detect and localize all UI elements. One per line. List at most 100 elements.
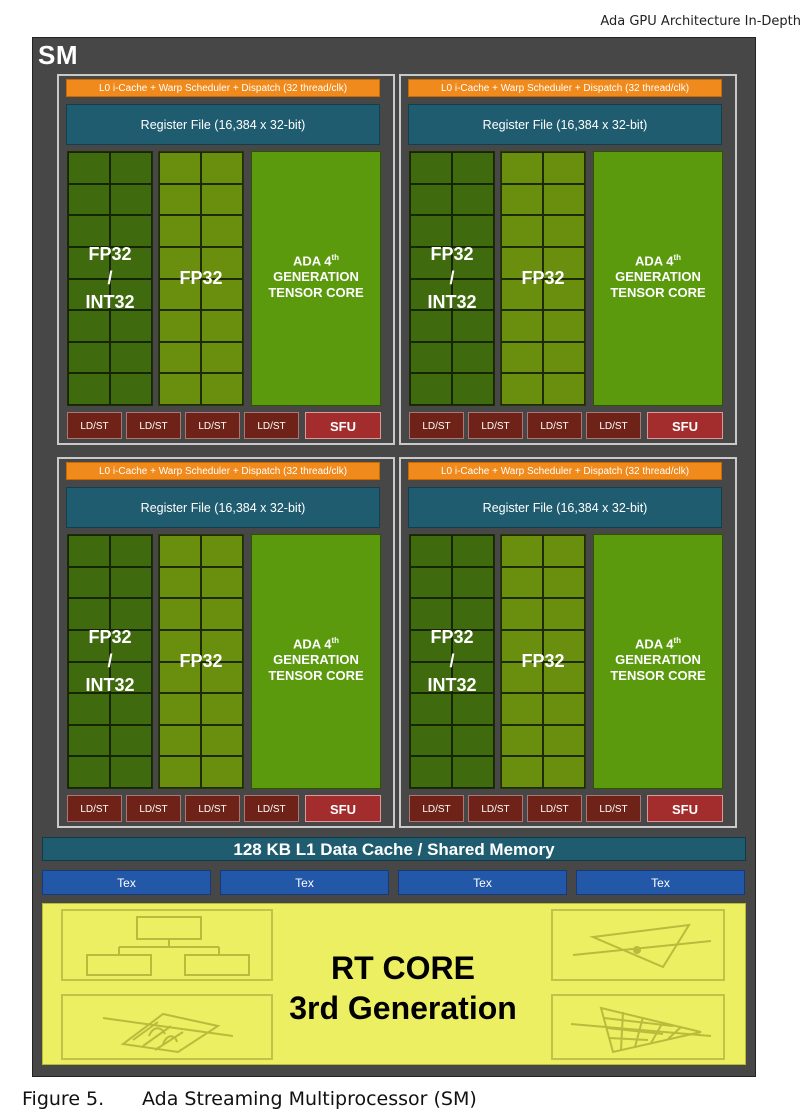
core-cell bbox=[201, 535, 243, 567]
header-note: Ada GPU Architecture In-Depth bbox=[600, 14, 801, 29]
core-cell bbox=[452, 152, 494, 184]
core-cell bbox=[159, 373, 201, 405]
box-intersection-icon bbox=[102, 1012, 234, 1054]
core-cell bbox=[68, 661, 110, 694]
core-cell bbox=[159, 341, 201, 374]
core-cell bbox=[110, 341, 152, 374]
core-cell bbox=[110, 310, 152, 342]
core-cell bbox=[501, 598, 543, 630]
core-cell bbox=[452, 183, 494, 216]
fp32-cores bbox=[500, 534, 586, 789]
core-cell bbox=[501, 629, 543, 662]
core-cell bbox=[543, 724, 585, 757]
core-cell bbox=[543, 246, 585, 279]
core-cell bbox=[110, 598, 152, 630]
core-cell bbox=[201, 183, 243, 216]
core-cell bbox=[110, 373, 152, 405]
core-cell bbox=[410, 598, 452, 630]
core-cell bbox=[159, 693, 201, 725]
bvh-tree-panel bbox=[61, 909, 273, 981]
ld-st-unit: LD/ST bbox=[468, 795, 523, 822]
core-cell bbox=[68, 341, 110, 374]
core-cell bbox=[452, 756, 494, 788]
core-cell bbox=[410, 246, 452, 279]
core-cell bbox=[68, 598, 110, 630]
ray-box-panel bbox=[551, 909, 725, 981]
figure-label: Figure 5. bbox=[22, 1088, 105, 1110]
core-cell bbox=[110, 661, 152, 694]
core-cell bbox=[159, 278, 201, 311]
core-cell bbox=[543, 278, 585, 311]
core-cell bbox=[68, 724, 110, 757]
ld-st-unit: LD/ST bbox=[468, 412, 523, 439]
core-cell bbox=[159, 629, 201, 662]
core-cell bbox=[452, 278, 494, 311]
sfu-unit: SFU bbox=[305, 412, 381, 439]
core-cell bbox=[452, 341, 494, 374]
warp-scheduler: L0 i-Cache + Warp Scheduler + Dispatch (… bbox=[408, 79, 722, 97]
core-cell bbox=[201, 598, 243, 630]
register-file: Register File (16,384 x 32-bit) bbox=[66, 487, 380, 528]
triangle-mesh-panel bbox=[551, 994, 725, 1060]
core-cell bbox=[501, 756, 543, 788]
core-cell bbox=[68, 152, 110, 184]
core-cell bbox=[410, 341, 452, 374]
core-cell bbox=[410, 183, 452, 216]
core-cell bbox=[159, 310, 201, 342]
fp32-label: FP32 bbox=[521, 268, 565, 288]
core-cell bbox=[501, 693, 543, 725]
core-cell bbox=[110, 215, 152, 247]
core-cell bbox=[68, 535, 110, 567]
core-cell bbox=[110, 693, 152, 725]
core-cell bbox=[543, 629, 585, 662]
core-cell bbox=[452, 566, 494, 599]
fp32-int32-cores bbox=[409, 534, 495, 789]
core-cell bbox=[452, 215, 494, 247]
core-cell bbox=[410, 661, 452, 694]
core-cell bbox=[501, 310, 543, 342]
core-cell bbox=[410, 152, 452, 184]
core-cell bbox=[543, 756, 585, 788]
core-cell bbox=[110, 566, 152, 599]
ld-st-unit: LD/ST bbox=[527, 795, 582, 822]
processing-block-1: L0 i-Cache + Warp Scheduler + Dispatch (… bbox=[57, 74, 395, 445]
fp32-label: FP32 bbox=[179, 651, 223, 671]
core-cell bbox=[410, 756, 452, 788]
core-cell bbox=[201, 246, 243, 279]
fp32-label: FP32 bbox=[521, 651, 565, 671]
core-cell bbox=[159, 215, 201, 247]
core-cell bbox=[501, 535, 543, 567]
fp32-int32-label: FP32 / INT32 bbox=[85, 627, 135, 695]
core-cell bbox=[201, 566, 243, 599]
core-cell bbox=[452, 724, 494, 757]
core-cell bbox=[452, 693, 494, 725]
core-cell bbox=[159, 724, 201, 757]
core-cell bbox=[110, 246, 152, 279]
ld-st-unit: LD/ST bbox=[244, 412, 299, 439]
ld-st-unit: LD/ST bbox=[126, 412, 181, 439]
core-cell bbox=[543, 598, 585, 630]
core-cell bbox=[501, 341, 543, 374]
tex-unit: Tex bbox=[398, 870, 567, 895]
core-cell bbox=[452, 246, 494, 279]
core-cell bbox=[543, 215, 585, 247]
core-cell bbox=[452, 373, 494, 405]
core-cell bbox=[159, 535, 201, 567]
tensor-core: ADA 4th GENERATION TENSOR CORE bbox=[593, 151, 723, 406]
core-cell bbox=[68, 278, 110, 311]
core-cell bbox=[110, 629, 152, 662]
core-cell bbox=[410, 310, 452, 342]
tensor-core-label: ADA 4th GENERATION TENSOR CORE bbox=[268, 636, 364, 684]
core-cell bbox=[543, 183, 585, 216]
tex-unit: Tex bbox=[220, 870, 389, 895]
fp32-cores bbox=[158, 534, 244, 789]
core-cell bbox=[159, 566, 201, 599]
core-cell bbox=[543, 566, 585, 599]
core-cell bbox=[201, 661, 243, 694]
register-file: Register File (16,384 x 32-bit) bbox=[408, 487, 722, 528]
sfu-unit: SFU bbox=[647, 795, 723, 822]
tex-unit: Tex bbox=[42, 870, 211, 895]
tensor-core-label: ADA 4th GENERATION TENSOR CORE bbox=[610, 636, 706, 684]
core-cell bbox=[68, 756, 110, 788]
register-file: Register File (16,384 x 32-bit) bbox=[66, 104, 380, 145]
